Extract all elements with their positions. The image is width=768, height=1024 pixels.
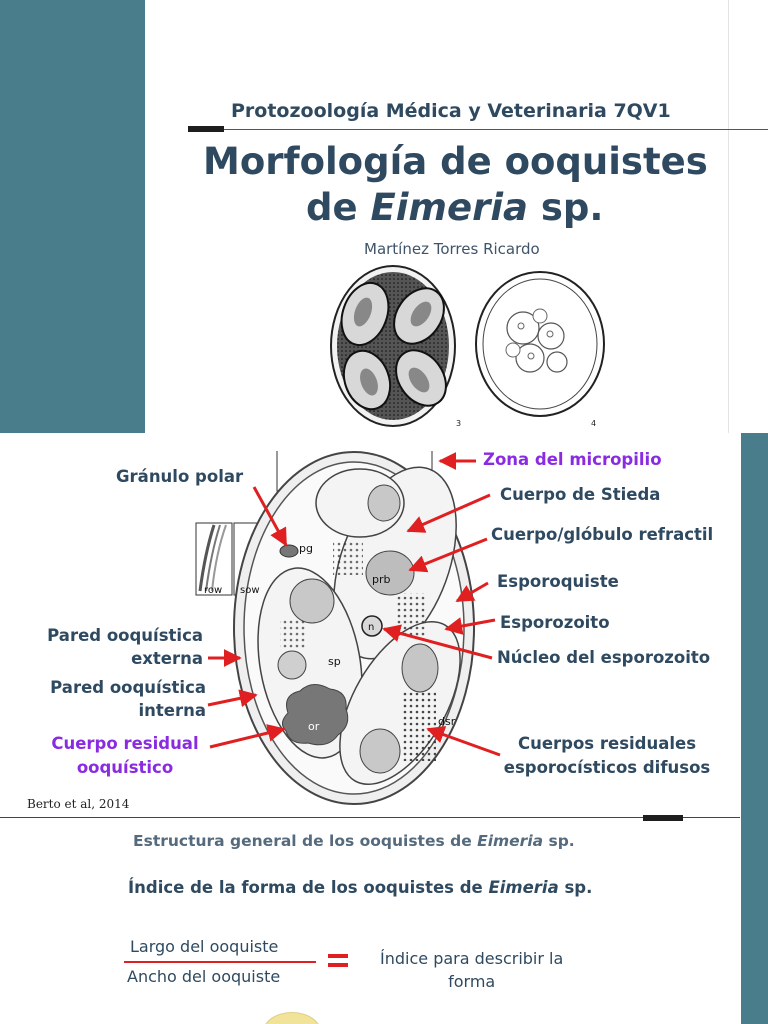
label-or: or xyxy=(308,720,320,733)
sporulated-oocyst-drawing xyxy=(330,265,456,427)
figure-label-4: 4 xyxy=(591,419,596,428)
figure-caption: Estructura general de los ooquistes de E… xyxy=(133,832,575,850)
header-divider-accent xyxy=(188,126,224,132)
label-row: row xyxy=(204,585,222,596)
author-name: Martínez Torres Ricardo xyxy=(364,240,540,258)
label-granulo-polar: Gránulo polar xyxy=(116,467,244,486)
header-divider xyxy=(188,129,768,130)
oocyst-structure-diagram: pg prb n sp or dsr row sow Gránulo polar… xyxy=(0,433,741,817)
shape-index-title: Índice de la forma de los ooquistes de E… xyxy=(128,878,593,897)
page-title-line2: de Eimeria sp. xyxy=(306,186,604,229)
label-cuerpo-refractil: Cuerpo/glóbulo refractil xyxy=(491,525,714,544)
fraction-bar xyxy=(124,961,316,963)
oocyst-diagram-drawing: pg prb n sp or dsr row sow xyxy=(195,451,501,805)
decorative-circle xyxy=(263,1012,321,1024)
section-divider xyxy=(0,817,740,818)
label-sp: sp xyxy=(328,655,341,668)
oocyst-illustrations: 3 4 xyxy=(330,265,605,428)
label-pared-externa: Pared ooquística externa xyxy=(47,626,203,668)
citation: Berto et al, 2014 xyxy=(27,797,130,811)
unsporulated-oocyst-drawing xyxy=(475,271,605,417)
fraction-result: Índice para describir la forma xyxy=(380,949,564,991)
teal-sidebar-right xyxy=(741,433,768,1024)
fraction-denominator: Ancho del ooquiste xyxy=(127,967,281,986)
course-name: Protozoología Médica y Veterinaria 7QV1 xyxy=(231,100,671,122)
label-zona-micropilio: Zona del micropilio xyxy=(483,450,662,469)
label-cuerpo-residual: Cuerpo residual ooquístico xyxy=(51,734,199,777)
label-sow: sow xyxy=(240,585,260,596)
label-n: n xyxy=(368,622,374,633)
label-esporoquiste: Esporoquiste xyxy=(497,572,619,591)
figure-label-3: 3 xyxy=(456,419,461,428)
equals-sign xyxy=(328,953,348,969)
label-nucleo-esporozoito: Núcleo del esporozoito xyxy=(497,648,711,667)
fraction-numerator: Largo del ooquiste xyxy=(130,937,279,956)
label-cuerpo-stieda: Cuerpo de Stieda xyxy=(500,485,661,504)
label-dsr: dsr xyxy=(438,715,456,728)
page-title-line1: Morfología de ooquistes xyxy=(203,140,708,183)
label-prb: prb xyxy=(372,573,391,586)
teal-sidebar-left xyxy=(0,0,145,433)
label-pg: pg xyxy=(299,542,313,555)
label-cuerpos-residuales: Cuerpos residuales esporocísticos difuso… xyxy=(503,734,711,777)
label-esporozoito: Esporozoito xyxy=(500,613,610,632)
section-divider-accent xyxy=(643,815,683,821)
slide-edge-line xyxy=(728,0,729,433)
label-pared-interna: Pared ooquística interna xyxy=(50,678,206,720)
